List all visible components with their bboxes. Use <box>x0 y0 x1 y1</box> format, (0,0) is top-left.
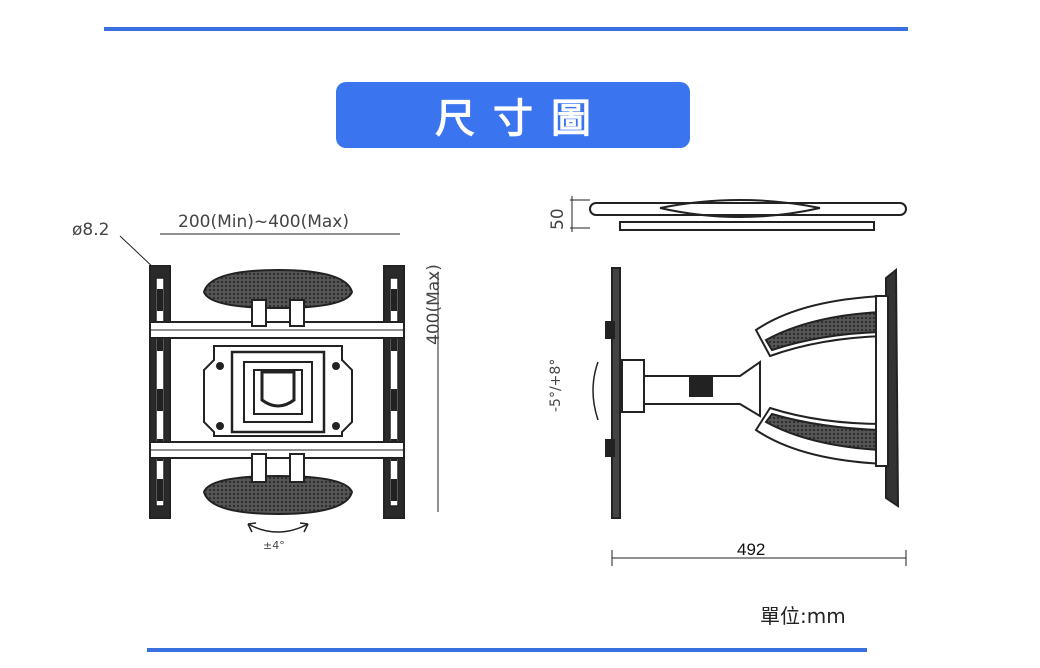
depth-label: 50 <box>548 208 568 230</box>
width-range-label: 200(Min)~400(Max) <box>178 212 349 232</box>
upper-arm <box>202 268 354 310</box>
lower-arm <box>202 474 354 516</box>
title-banner: 尺寸圖 <box>336 82 690 148</box>
side-wall-plate <box>611 267 621 519</box>
swivel-arrow <box>592 361 599 421</box>
unit-label: 單位:mm <box>760 604 846 628</box>
top-view-plate <box>589 202 907 216</box>
extension-length-label: 492 <box>737 540 766 559</box>
height-max-label: 400(Max) <box>424 264 444 345</box>
bottom-divider <box>147 648 867 652</box>
side-pivot <box>621 359 645 413</box>
hole-size-label: ø8.2 <box>72 220 110 240</box>
top-view <box>570 196 907 232</box>
page-title: 尺寸圖 <box>435 96 609 142</box>
side-view <box>592 267 907 566</box>
top-view-bracket <box>619 221 875 231</box>
tilt-angle-label: ±4° <box>263 539 285 552</box>
left-rail <box>149 265 171 519</box>
front-view <box>119 233 439 533</box>
swivel-angle-label: -5°/+8° <box>548 358 564 412</box>
top-divider <box>104 27 908 31</box>
right-rail <box>383 265 405 519</box>
hole-leader-line <box>119 235 157 271</box>
tilt-arrow <box>247 523 309 533</box>
